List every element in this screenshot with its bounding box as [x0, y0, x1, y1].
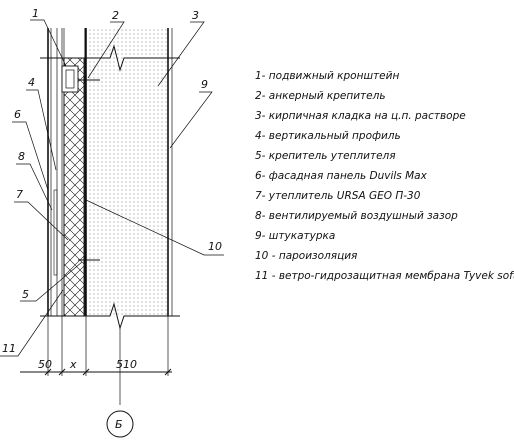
callouts: 1 2 3 4 6 8 7 5 11 9 10: [0, 7, 224, 357]
callout-10: 10: [208, 240, 222, 253]
leader-1: [30, 19, 67, 67]
dim-tick-1: [44, 368, 52, 376]
callout-7: 7: [16, 188, 23, 201]
vertical-profile-detail: [53, 189, 58, 276]
dim-tick-2: [58, 368, 66, 376]
legend-item-6: 6- фасадная панель Duvils Max: [255, 170, 428, 182]
legend-item-8: 8- вентилируемый воздушный зазор: [255, 210, 458, 222]
axis-marker-circle: [106, 410, 134, 438]
callout-9: 9: [201, 78, 208, 91]
bottom-break-line: [40, 302, 180, 330]
legend-item-10: 10 - пароизоляция: [255, 250, 357, 262]
leader-11: [0, 289, 64, 357]
legend-item-4: 4- вертикальный профиль: [255, 130, 401, 142]
leader-8: [16, 163, 53, 211]
brick-masonry: [86, 28, 168, 316]
leader-3: [157, 21, 205, 87]
axis-marker: Б: [106, 410, 134, 438]
legend-item-9: 9- штукатурка: [255, 230, 335, 242]
dimension-510: 510: [116, 358, 137, 371]
callout-5: 5: [22, 288, 29, 301]
leader-2: [87, 21, 125, 79]
insulation-layer: [63, 57, 85, 317]
dimension-x: x: [69, 358, 77, 371]
legend-item-7: 7- утеплитель URSA GEO П-30: [255, 190, 421, 202]
dim-tick-4: [164, 368, 172, 376]
callout-4: 4: [28, 76, 35, 89]
wall-section: [40, 28, 180, 405]
bracket-plate: [65, 69, 75, 89]
callout-3: 3: [192, 9, 199, 22]
leader-7: [14, 201, 69, 241]
legend-item-5: 5- крепитель утеплителя: [255, 150, 396, 162]
dimension-line: 50 x 510: [20, 358, 172, 376]
leader-10: [85, 199, 224, 256]
callout-1: 1: [32, 7, 39, 20]
leader-9: [169, 91, 213, 149]
legend: 1- подвижный кронштейн 2- анкерный крепи…: [255, 70, 514, 282]
legend-item-2: 2- анкерный крепитель: [255, 90, 386, 102]
leader-4: [26, 89, 57, 171]
callout-6: 6: [14, 108, 21, 121]
legend-item-11: 11 - ветро-гидрозащитная мембрана Tyvek …: [255, 270, 514, 282]
leader-5: [20, 261, 83, 302]
legend-item-3: 3- кирпичная кладка на ц.п. растворе: [255, 110, 466, 122]
dimension-50: 50: [38, 358, 52, 371]
dim-tick-3: [82, 368, 90, 376]
top-break-line: [40, 44, 180, 72]
callout-8: 8: [18, 150, 25, 163]
legend-item-1: 1- подвижный кронштейн: [255, 70, 399, 82]
axis-marker-letter: Б: [115, 418, 123, 431]
callout-2: 2: [112, 9, 119, 22]
callout-11: 11: [2, 342, 16, 355]
leader-6: [12, 121, 49, 191]
